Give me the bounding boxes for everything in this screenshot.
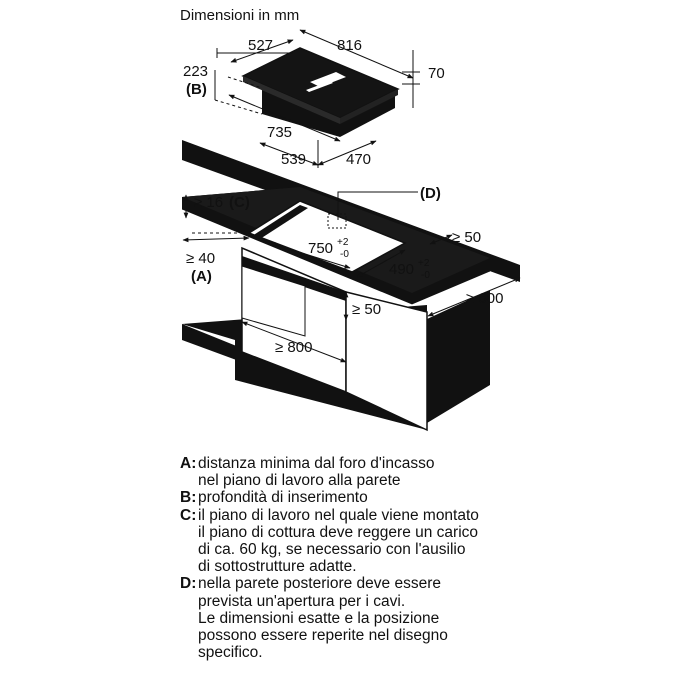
dim-ge40: ≥ 40 bbox=[186, 250, 215, 267]
legend-line: specifico. bbox=[198, 644, 263, 662]
dim-ge800: ≥ 800 bbox=[275, 339, 312, 356]
legend-line: Le dimensioni esatte e la posizione bbox=[198, 609, 440, 627]
legend-key: A: bbox=[180, 455, 197, 472]
dim-735: 735 bbox=[267, 124, 292, 141]
dim-750-tol-minus: -0 bbox=[340, 249, 349, 260]
legend-line: prevista un'apertura per i cavi. bbox=[198, 592, 406, 610]
dim-750: 750 bbox=[308, 240, 333, 257]
dim-223: 223 bbox=[183, 63, 208, 80]
legend-line: di ca. 60 kg, se necessario con l'ausili… bbox=[198, 541, 466, 559]
dim-539: 539 bbox=[281, 151, 306, 168]
dim-490-tol-minus: -0 bbox=[421, 270, 430, 281]
legend-key: D: bbox=[180, 575, 197, 593]
countertop-dimension-lines bbox=[182, 191, 521, 363]
dim-470: 470 bbox=[346, 151, 371, 168]
label-c: (C) bbox=[229, 194, 250, 211]
label-d: (D) bbox=[420, 185, 441, 202]
legend-item: C:il piano di lavoro nel quale viene mon… bbox=[180, 507, 680, 576]
cooktop-dimension-lines bbox=[214, 29, 420, 168]
dim-816: 816 bbox=[337, 37, 362, 54]
dim-490: 490 bbox=[389, 261, 414, 278]
legend-key: B: bbox=[180, 489, 197, 507]
dim-ge16: ≥ 16 bbox=[194, 194, 223, 211]
dim-70: 70 bbox=[428, 65, 445, 82]
legend-line: nella parete posteriore deve essere bbox=[198, 575, 441, 593]
legend-line: nel piano di lavoro alla parete bbox=[198, 472, 401, 490]
legend-key: C: bbox=[180, 506, 197, 524]
legend-line: il piano di lavoro nel quale viene monta… bbox=[198, 506, 479, 524]
label-a: (A) bbox=[191, 268, 212, 285]
legend-line: il piano di cottura deve reggere un cari… bbox=[198, 523, 479, 541]
dim-ge600: ≥ 600 bbox=[466, 290, 503, 307]
countertop-drawing bbox=[181, 140, 520, 432]
dim-490-tol-plus: +2 bbox=[418, 258, 430, 269]
label-b-top: (B) bbox=[186, 81, 207, 98]
legend-text: profondità di inserimento bbox=[198, 489, 680, 506]
dim-ge50-top: ≥ 50 bbox=[452, 229, 481, 246]
legend-line: possono essere reperite nel disegno bbox=[198, 627, 448, 645]
legend-line: di sottostrutture adatte. bbox=[198, 558, 357, 576]
dim-ge50-mid: ≥ 50 bbox=[352, 301, 381, 318]
legend-text: il piano di lavoro nel quale viene monta… bbox=[198, 507, 680, 576]
dim-527: 527 bbox=[248, 37, 273, 54]
legend-item: B:profondità di inserimento bbox=[180, 489, 680, 506]
installation-diagram: Dimensioni in mm 527 816 2 bbox=[180, 7, 521, 432]
dim-750-tol-plus: +2 bbox=[337, 237, 349, 248]
legend-line: profondità di inserimento bbox=[198, 489, 368, 507]
diagram-title: Dimensioni in mm bbox=[180, 7, 299, 24]
legend-line: distanza minima dal foro d'incasso bbox=[198, 455, 435, 472]
